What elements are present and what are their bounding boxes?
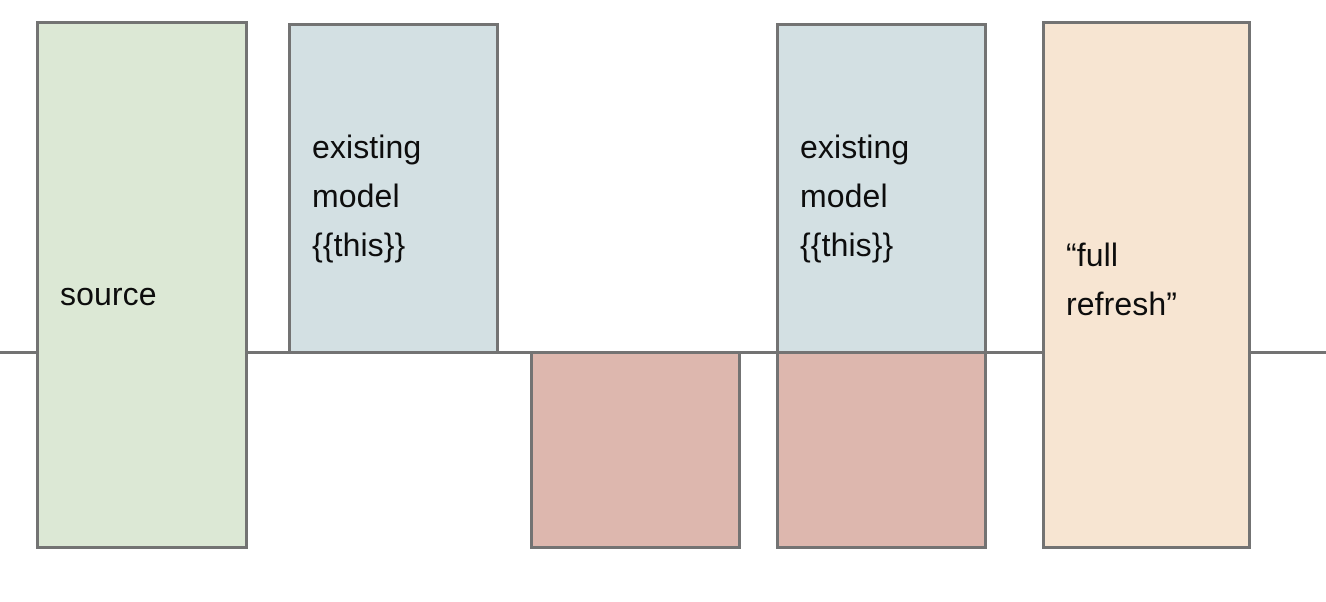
box-full-refresh[interactable]: “full refresh” [1042,21,1251,549]
box-existing-model-2-label: existing model {{this}} [800,129,910,263]
box-existing-model-1-label: existing model {{this}} [312,129,422,263]
box-existing-model-2[interactable]: existing model {{this}} [776,23,987,354]
box-full-refresh-label: “full refresh” [1066,237,1178,322]
box-source-label: source [60,276,157,312]
box-new-records-1[interactable]: new records [530,351,741,549]
box-source[interactable]: source [36,21,248,549]
box-existing-model-1[interactable]: existing model {{this}} [288,23,499,354]
box-new-records-2[interactable]: new records [776,351,987,549]
